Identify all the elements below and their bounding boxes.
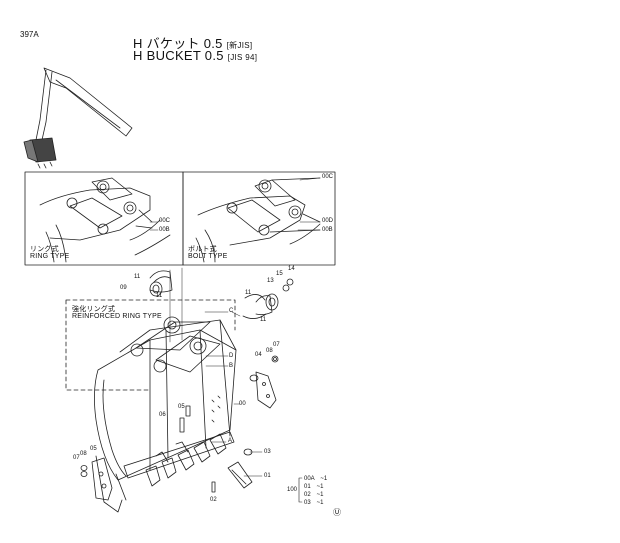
callout-11-right-top: 11 xyxy=(245,290,252,296)
parts-group-bracket xyxy=(298,477,303,503)
page-id: 397A xyxy=(20,30,39,39)
callout-bolt-00d: 00D xyxy=(322,218,334,224)
callout-11-right-bottom: 11 xyxy=(260,317,267,323)
reinforced-ring-box xyxy=(65,299,236,391)
callout-bolt-00b: 00B xyxy=(322,227,333,233)
callout-ring-00b: 00B xyxy=(159,227,170,233)
parts-group-list: 00A ~1 01 ~1 02 ~1 03 ~1 xyxy=(304,475,327,507)
callout-09: 09 xyxy=(120,285,127,291)
callout-07-right: 07 xyxy=(273,342,280,348)
callout-03: 03 xyxy=(264,449,271,455)
callout-D: D xyxy=(229,353,234,359)
callout-00: 00 xyxy=(239,401,246,407)
bolt-type-label: BOLT TYPE xyxy=(188,253,228,260)
title-english-text: H BUCKET 0.5 xyxy=(133,48,224,63)
reinforced-label: REINFORCED RING TYPE xyxy=(72,313,162,320)
callout-A: A xyxy=(228,438,233,444)
excavator-arm-thumbnail xyxy=(23,67,133,169)
side-plate-right xyxy=(255,355,279,409)
ring-parts xyxy=(149,270,290,319)
parts-group-row: 02 ~1 xyxy=(304,492,324,498)
callout-06: 06 xyxy=(159,412,166,418)
title-english: H BUCKET 0.5 [JIS 94] xyxy=(133,48,257,63)
parts-group-row: 03 ~1 xyxy=(304,500,324,506)
callout-C: C xyxy=(229,308,234,314)
callout-15: 15 xyxy=(276,271,283,277)
callout-11-top: 11 xyxy=(134,274,141,280)
callout-08-right: 08 xyxy=(266,348,273,354)
callout-B: B xyxy=(229,363,234,369)
bolt-type-detail xyxy=(195,177,321,263)
bucket-body xyxy=(94,316,237,513)
hardware xyxy=(80,278,294,493)
callout-04: 04 xyxy=(255,352,262,358)
callout-01: 01 xyxy=(264,473,271,479)
title-japanese-spec: [新JIS] xyxy=(226,41,253,50)
callout-05-center: 05 xyxy=(178,404,185,410)
title-japanese-text: H バケット 0.5 xyxy=(133,36,223,51)
parts-group-prefix: 100 xyxy=(287,487,298,493)
side-cutter-left xyxy=(91,457,113,501)
reinforced-label-ja: 強化リング式 xyxy=(72,306,116,313)
callout-14: 14 xyxy=(288,266,295,272)
bolt-type-box xyxy=(182,171,336,266)
callout-07-left: 07 xyxy=(73,455,80,461)
tooth-point xyxy=(227,461,253,489)
title-english-spec: [JIS 94] xyxy=(227,53,258,62)
bucket-teeth xyxy=(145,433,227,487)
ring-type-detail xyxy=(39,177,171,263)
callout-08-left: 08 xyxy=(80,451,87,457)
callout-05-left: 05 xyxy=(90,446,97,452)
callout-11-bottom: 11 xyxy=(156,293,163,299)
ring-type-label: RING TYPE xyxy=(30,253,70,260)
title-japanese: H バケット 0.5 [新JIS] xyxy=(133,33,252,52)
parts-group-row: 00A ~1 xyxy=(304,476,328,482)
callout-13: 13 xyxy=(267,278,274,284)
parts-group-row: 01 ~1 xyxy=(304,484,324,490)
callout-bolt-00c: 00C xyxy=(322,174,334,180)
callout-02: 02 xyxy=(210,497,217,503)
bolt-type-label-ja: ボルト式 xyxy=(188,246,217,253)
callout-ring-00c: 00C xyxy=(159,218,171,224)
footer-mark: Ⓤ xyxy=(333,508,341,517)
leader-lines xyxy=(149,177,321,477)
ring-type-label-ja: リング式 xyxy=(30,246,59,253)
